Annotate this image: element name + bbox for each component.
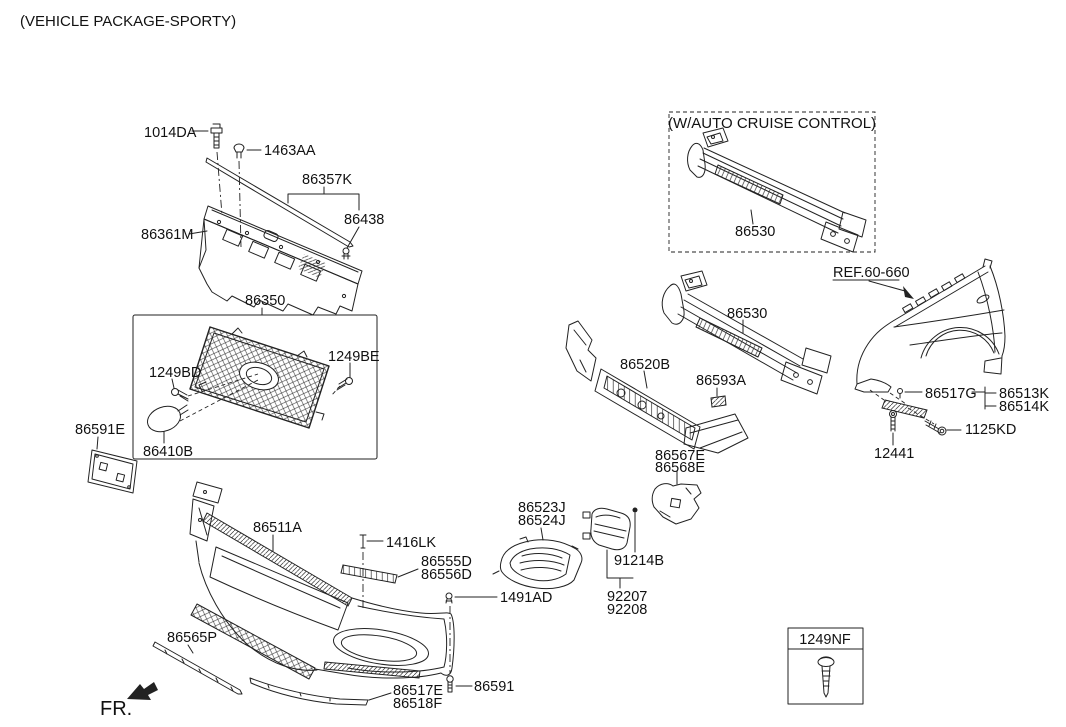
part-label-1014DA[interactable]: 1014DA xyxy=(144,125,197,141)
fog-lamp-art xyxy=(582,507,631,551)
part-label-92208[interactable]: 92208 xyxy=(607,602,647,618)
cruise-box-caption: (W/AUTO CRUISE CONTROL) xyxy=(668,115,876,132)
page-title: (VEHICLE PACKAGE-SPORTY) xyxy=(20,13,236,30)
part-label-86567E[interactable]: 86567E xyxy=(655,448,705,464)
part-label-86530[interactable]: 86530 xyxy=(727,306,767,322)
part-label-86511A[interactable]: 86511A xyxy=(253,520,302,536)
clip-86438-icon xyxy=(341,247,351,260)
screw-86591-icon xyxy=(446,675,454,693)
part-label-86357K[interactable]: 86357K xyxy=(302,172,352,188)
part-label-12441[interactable]: 12441 xyxy=(874,446,914,462)
ref-label[interactable]: REF.60-660 xyxy=(833,265,910,281)
part-label-86565P[interactable]: 86565P xyxy=(167,630,217,646)
bracket-86593A-icon xyxy=(710,395,727,408)
part-label-91214B[interactable]: 91214B xyxy=(614,553,664,569)
fr-direction-arrow xyxy=(127,682,158,700)
part-label-86513K[interactable]: 86513K xyxy=(999,386,1049,402)
part-label-1491AD[interactable]: 1491AD xyxy=(500,590,552,606)
auto-cruise-box xyxy=(668,111,876,253)
part-label-1249NF[interactable]: 1249NF xyxy=(799,632,851,648)
side-molding-bracket-art xyxy=(881,399,928,419)
part-label-92207[interactable]: 92207 xyxy=(607,589,647,605)
screw-1249NF-icon xyxy=(817,656,835,698)
part-label-86350[interactable]: 86350 xyxy=(245,293,285,309)
part-label-86568E[interactable]: 86568E xyxy=(655,460,705,476)
part-label-86438[interactable]: 86438 xyxy=(344,212,384,228)
impact-absorber-art xyxy=(565,320,749,454)
part-label-86591[interactable]: 86591 xyxy=(474,679,514,695)
bumper-strip-86555D-art xyxy=(340,564,398,584)
bolt-1125KD-icon xyxy=(924,420,947,436)
part-label-1416LK[interactable]: 1416LK xyxy=(386,535,436,551)
fender-art xyxy=(854,258,1006,393)
pin-1416LK-icon xyxy=(359,534,367,549)
part-label-1463AA[interactable]: 1463AA xyxy=(264,143,316,159)
part-label-86518F[interactable]: 86518F xyxy=(393,696,442,712)
part-label-86591E[interactable]: 86591E xyxy=(75,422,125,438)
part-label-86517G[interactable]: 86517G xyxy=(925,386,977,402)
grille-upper-cover-art xyxy=(198,157,363,316)
screw-1249BE-icon xyxy=(336,377,353,391)
part-label-86530-cruise[interactable]: 86530 xyxy=(735,224,775,240)
lower-strip-86565P-art xyxy=(152,641,243,695)
part-label-86524J[interactable]: 86524J xyxy=(518,513,566,529)
molding-strip-86357K xyxy=(205,157,354,248)
bolt-1014DA-icon xyxy=(210,123,223,149)
clip-1463AA-icon xyxy=(233,143,245,159)
part-label-86555D[interactable]: 86555D xyxy=(421,554,472,570)
part-label-1125KD[interactable]: 1125KD xyxy=(965,422,1016,438)
license-bracket-86591E-icon xyxy=(87,449,138,494)
part-label-86556D[interactable]: 86556D xyxy=(421,567,472,583)
bolt-12441-icon xyxy=(889,410,897,432)
clip-86517G-icon xyxy=(897,388,903,399)
part-label-1249BE[interactable]: 1249BE xyxy=(328,349,380,365)
part-label-86361M[interactable]: 86361M xyxy=(141,227,193,243)
fog-lamp-screw-icon xyxy=(632,507,638,513)
part-label-86410B[interactable]: 86410B xyxy=(143,444,193,460)
fr-label: FR. xyxy=(100,698,132,720)
radiator-grille-art xyxy=(189,326,330,429)
bumper-beam-art xyxy=(661,270,832,395)
part-label-86520B[interactable]: 86520B xyxy=(620,357,670,373)
fog-bezel-art xyxy=(492,527,583,590)
front-bumper-art xyxy=(189,481,455,680)
part-label-1249BD[interactable]: 1249BD xyxy=(149,365,201,381)
part-label-86593A[interactable]: 86593A xyxy=(696,373,746,389)
part-label-86517E[interactable]: 86517E xyxy=(393,683,443,699)
fastener-box-art xyxy=(787,627,864,705)
screw-1249BD-icon xyxy=(171,388,189,402)
bumper-beam-cruise-art xyxy=(687,127,867,253)
fog-bracket-art xyxy=(651,470,702,525)
grille-assembly-box xyxy=(132,314,378,460)
part-label-86523J[interactable]: 86523J xyxy=(518,500,566,516)
ref-arrowhead xyxy=(903,286,914,299)
part-label-86514K[interactable]: 86514K xyxy=(999,399,1049,415)
screw-1491AD-icon xyxy=(445,592,453,604)
front-lip-art xyxy=(249,677,369,706)
emblem-backing-86410B-icon xyxy=(147,404,189,433)
